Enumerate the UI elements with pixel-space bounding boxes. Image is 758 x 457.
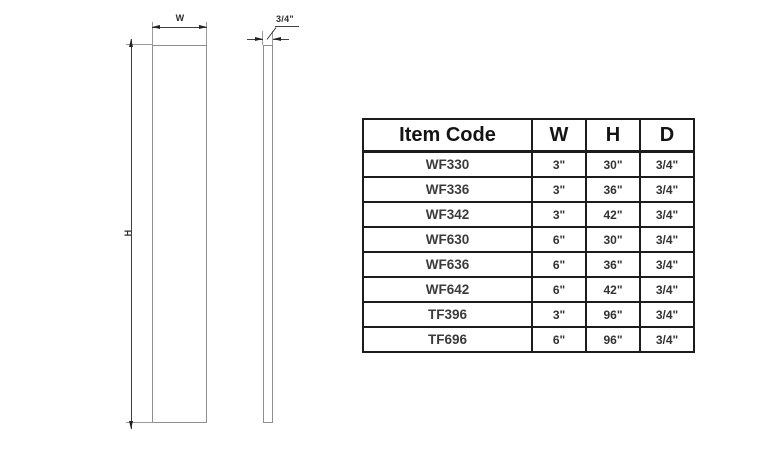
cell-h: 30" [585,150,641,178]
header-w: W [531,118,587,153]
thickness-ext-line-right [272,31,273,45]
cell-h: 42" [585,201,641,228]
header-d: D [639,118,695,153]
table-row: WF336 3" 36" 3/4" [362,176,695,203]
thickness-label: 3/4" [276,14,294,24]
cell-w: 6" [531,276,587,303]
cell-w: 3" [531,150,587,178]
width-arrow-right-icon [199,25,207,29]
cell-h: 36" [585,251,641,278]
cell-h: 96" [585,326,641,353]
cell-item-code: WF642 [362,276,533,303]
cell-w: 3" [531,301,587,328]
side-view-rect [263,45,273,423]
cell-item-code: WF336 [362,176,533,203]
cell-d: 3/4" [639,276,695,303]
spec-table: Item Code W H D WF330 3" 30" 3/4" WF336 … [362,118,695,353]
cell-item-code: WF636 [362,251,533,278]
cell-d: 3/4" [639,326,695,353]
cell-d: 3/4" [639,150,695,178]
height-ext-line-top [126,44,153,45]
height-ext-line-bottom [126,422,153,423]
cell-h: 36" [585,176,641,203]
table-row: TF696 6" 96" 3/4" [362,326,695,353]
table-row: WF630 6" 30" 3/4" [362,226,695,253]
cell-d: 3/4" [639,201,695,228]
width-arrow-left-icon [152,25,160,29]
height-label: H [123,229,133,237]
table-row: WF636 6" 36" 3/4" [362,251,695,278]
cell-item-code: TF696 [362,326,533,353]
cell-d: 3/4" [639,226,695,253]
height-arrow-top-icon [129,39,133,47]
thickness-arrow-left-icon [255,37,263,41]
thickness-leader-landing [275,26,299,27]
table-row: WF330 3" 30" 3/4" [362,150,695,178]
cell-item-code: TF396 [362,301,533,328]
height-arrow-bottom-icon [129,421,133,429]
table-header-row: Item Code W H D [362,118,695,153]
width-ext-line-left [152,22,153,45]
cell-d: 3/4" [639,251,695,278]
header-h: H [585,118,641,153]
header-item-code: Item Code [362,118,533,153]
width-label: W [175,13,185,23]
table-row: WF342 3" 42" 3/4" [362,201,695,228]
height-dim-line [131,39,132,429]
cell-h: 42" [585,276,641,303]
cell-item-code: WF630 [362,226,533,253]
width-dim-line [152,27,207,28]
cell-w: 3" [531,201,587,228]
cell-w: 6" [531,226,587,253]
cell-h: 96" [585,301,641,328]
cell-w: 6" [531,326,587,353]
cell-w: 3" [531,176,587,203]
cell-item-code: WF330 [362,150,533,178]
cell-d: 3/4" [639,176,695,203]
cell-d: 3/4" [639,301,695,328]
cell-item-code: WF342 [362,201,533,228]
front-view-rect [152,45,207,423]
width-ext-line-right [206,22,207,45]
cell-h: 30" [585,226,641,253]
thickness-dim-seg-right [273,39,289,40]
thickness-arrow-right-icon [273,37,281,41]
table-row: TF396 3" 96" 3/4" [362,301,695,328]
cell-w: 6" [531,251,587,278]
table-row: WF642 6" 42" 3/4" [362,276,695,303]
